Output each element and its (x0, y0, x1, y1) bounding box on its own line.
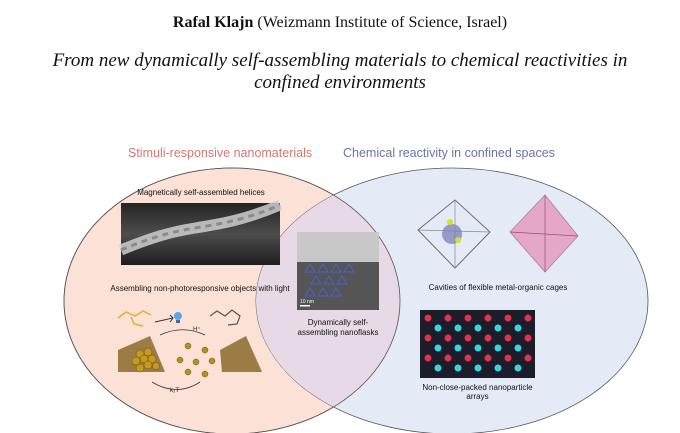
left-section-title: Stimuli-responsive nanomaterials (128, 146, 313, 160)
nanoparticle-arrays-image (420, 310, 535, 378)
kt-label: k₂T (170, 388, 179, 394)
light-assembly-caption: Assembling non-photoresponsive objects w… (110, 284, 290, 293)
helices-caption: Magnetically self-assembled helices (137, 188, 265, 197)
speaker-name: Rafal Klajn (172, 14, 254, 31)
nanoflasks-image: 10 nm (297, 232, 379, 310)
speaker-line: Rafal Klajn (Weizmann Institute of Scien… (0, 14, 680, 32)
light-assembly-scheme: H⁺ k₂T (117, 309, 262, 394)
cages-image (417, 194, 579, 273)
helices-image (118, 199, 283, 265)
nanoflasks-caption: Dynamically self-assembling nanoflasks (297, 318, 379, 337)
talk-title: From new dynamically self-assembling mat… (52, 50, 628, 93)
arrays-caption: Non-close-packed nanoparticle arrays (422, 383, 533, 401)
cages-caption: Cavities of flexible metal-organic cages (428, 283, 568, 292)
light-bulb-icon (174, 312, 182, 323)
speaker-affiliation: (Weizmann Institute of Science, Israel) (257, 14, 508, 31)
hplus-label: H⁺ (193, 326, 201, 333)
scale-bar-label: 10 nm (300, 299, 314, 305)
right-section-title: Chemical reactivity in confined spaces (343, 146, 555, 160)
